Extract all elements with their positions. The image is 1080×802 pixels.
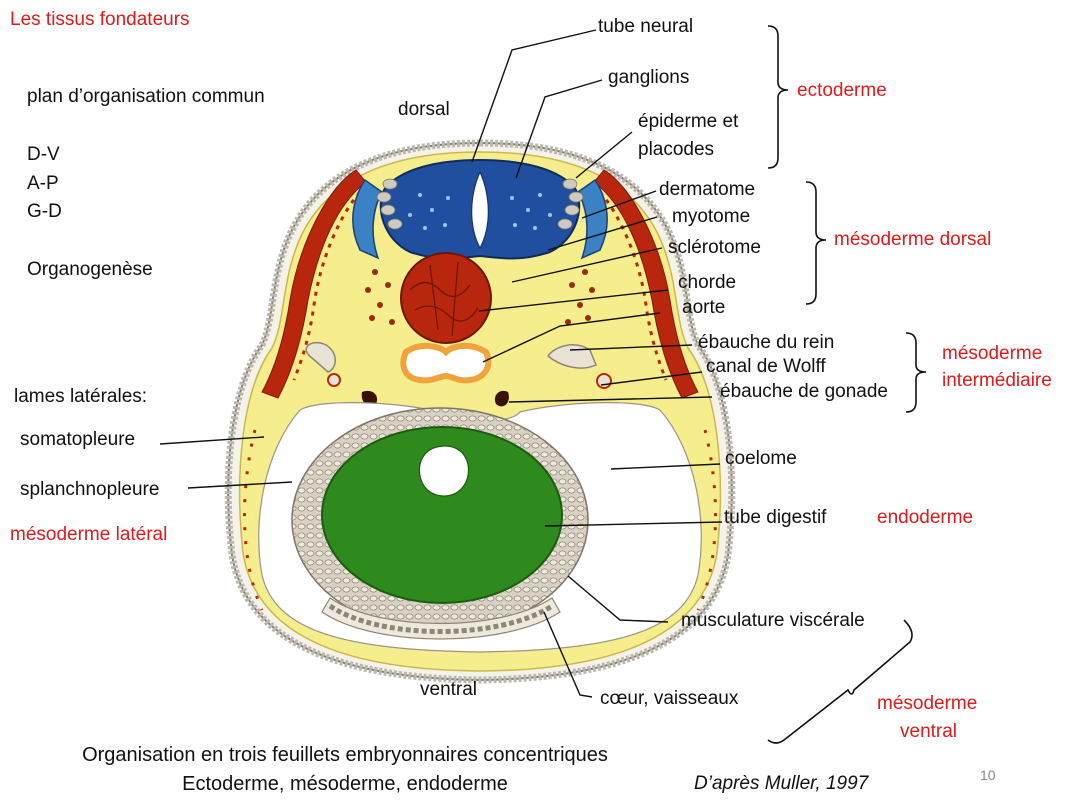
axis-gd: G-D bbox=[27, 201, 62, 223]
label-coeur-vaisseaux: cœur, vaisseaux bbox=[600, 688, 738, 710]
brace-mesoderme-intermediaire bbox=[906, 333, 926, 412]
label-somatopleure: somatopleure bbox=[20, 429, 135, 451]
caption-line1: Organisation en trois feuillets embryonn… bbox=[20, 741, 670, 769]
group-mesoderme-dorsal: mésoderme dorsal bbox=[834, 229, 991, 251]
label-epiderme-line1: épiderme et bbox=[638, 111, 738, 133]
label-tube-digestif: tube digestif bbox=[724, 507, 826, 529]
label-ventral: ventral bbox=[420, 679, 477, 701]
label-dermatome: dermatome bbox=[659, 179, 755, 201]
notochord bbox=[401, 253, 491, 343]
label-ebauche-rein: ébauche du rein bbox=[698, 332, 834, 354]
label-aorte: aorte bbox=[682, 297, 725, 319]
group-mesoderme-intermediaire-line2: intermédiaire bbox=[942, 370, 1052, 392]
label-chorde: chorde bbox=[678, 272, 736, 294]
brace-mesoderme-dorsal bbox=[806, 182, 826, 304]
label-dorsal: dorsal bbox=[398, 99, 450, 121]
brace-mesoderme-ventral bbox=[768, 620, 912, 743]
label-ebauche-gonade: ébauche de gonade bbox=[720, 381, 888, 403]
axis-ap: A-P bbox=[27, 173, 59, 195]
organogenese-note: Organogenèse bbox=[27, 259, 153, 281]
gut-lumen bbox=[419, 446, 468, 496]
label-splanchnopleure: splanchnopleure bbox=[20, 479, 159, 501]
aorta bbox=[403, 346, 488, 380]
label-coelome: coelome bbox=[725, 448, 797, 470]
label-canal-wolff: canal de Wolff bbox=[706, 356, 826, 378]
page-number: 10 bbox=[980, 764, 996, 786]
group-mesoderme-lateral: mésoderme latéral bbox=[10, 524, 167, 546]
group-endoderme: endoderme bbox=[877, 507, 973, 529]
label-tube-neural: tube neural bbox=[598, 16, 693, 38]
wolffian-duct-left bbox=[328, 374, 340, 386]
label-sclerotome: sclérotome bbox=[668, 237, 761, 259]
caption-line2: Ectoderme, mésoderme, endoderme bbox=[20, 770, 670, 798]
label-myotome: myotome bbox=[672, 206, 750, 228]
wolffian-duct-right bbox=[597, 374, 611, 388]
label-musculature-viscerale: musculature viscérale bbox=[681, 610, 865, 632]
group-mesoderme-ventral-line1: mésoderme bbox=[877, 693, 977, 715]
group-ectoderme: ectoderme bbox=[797, 80, 887, 102]
label-epiderme-line2: placodes bbox=[638, 139, 714, 161]
brace-ectoderme bbox=[768, 26, 788, 168]
slide-title: Les tissus fondateurs bbox=[10, 9, 190, 31]
plan-note: plan d’organisation commun bbox=[27, 86, 265, 108]
source-credit: D’après Muller, 1997 bbox=[694, 773, 868, 795]
lames-laterales-heading: lames latérales: bbox=[14, 386, 147, 408]
group-mesoderme-intermediaire-line1: mésoderme bbox=[942, 343, 1042, 365]
group-mesoderme-ventral-line2: ventral bbox=[900, 721, 957, 743]
axis-dv: D-V bbox=[27, 144, 60, 166]
label-ganglions: ganglions bbox=[608, 67, 689, 89]
